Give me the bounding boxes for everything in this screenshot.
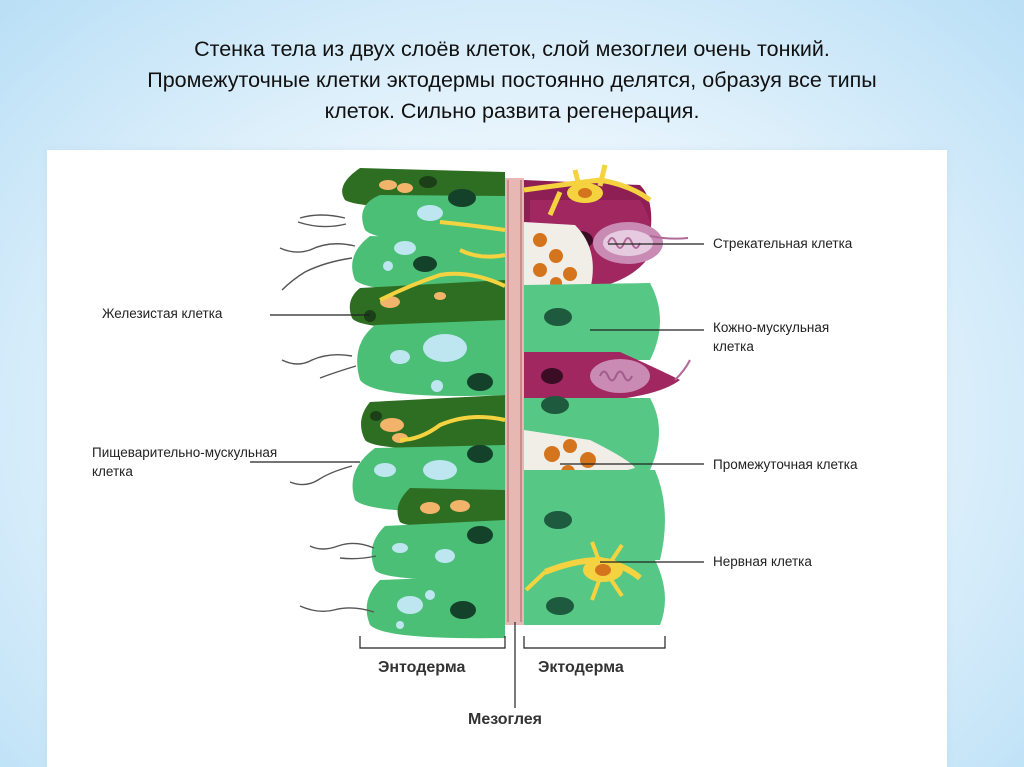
nucleus — [364, 310, 376, 322]
bracket-ectoderm — [524, 636, 665, 648]
label-endoderm: Энтодерма — [378, 659, 465, 677]
granule — [379, 180, 397, 190]
nucleus — [370, 411, 382, 421]
label-nerve-cell: Нервная клетка — [713, 552, 812, 571]
nucleus — [419, 176, 437, 188]
granule — [420, 502, 440, 514]
interstitial-nucleus — [580, 452, 596, 468]
digestive-cell-6 — [367, 575, 505, 638]
skin-muscle-nucleus-3 — [544, 511, 572, 529]
nucleus — [467, 526, 493, 544]
vacuole — [397, 596, 423, 614]
vacuole — [390, 350, 410, 364]
interstitial-nucleus — [563, 267, 577, 281]
stinging-nucleus-2 — [541, 368, 563, 384]
vacuole — [392, 543, 408, 553]
vacuole — [383, 261, 393, 271]
nucleus — [467, 373, 493, 391]
cnidocil-2 — [675, 360, 690, 380]
granule — [380, 418, 404, 432]
skin-muscle-cell — [524, 283, 660, 360]
vacuole — [425, 590, 435, 600]
nucleus — [450, 601, 476, 619]
skin-muscle-nucleus — [544, 308, 572, 326]
nucleus — [467, 445, 493, 463]
nucleus — [448, 189, 476, 207]
label-mesoglea: Мезоглея — [468, 711, 542, 729]
nematocyst-2 — [590, 359, 650, 393]
nematocyst-capsule — [603, 230, 653, 256]
interstitial-nucleus — [533, 233, 547, 247]
granule — [434, 292, 446, 300]
interstitial-nucleus — [544, 446, 560, 462]
mesoglea-strip — [505, 178, 524, 625]
interstitial-nucleus — [549, 249, 563, 263]
vacuole — [431, 380, 443, 392]
granule — [450, 500, 470, 512]
label-glandular-cell: Железистая клетка — [102, 304, 222, 323]
interstitial-nucleus — [563, 439, 577, 453]
vacuole — [435, 549, 455, 563]
vacuole — [394, 241, 416, 255]
granule — [397, 183, 413, 193]
ectoderm-layer — [524, 165, 690, 625]
vacuole — [423, 334, 467, 362]
label-skin-muscle-cell-2: клетка — [713, 337, 754, 356]
label-stinging-cell: Стрекательная клетка — [713, 234, 852, 253]
vacuole — [374, 463, 396, 477]
label-interstitial-cell: Промежуточная клетка — [713, 455, 857, 474]
label-digestive-muscle-cell-1: Пищеварительно-мускульная — [92, 443, 277, 462]
skin-muscle-nucleus-4 — [546, 597, 574, 615]
skin-muscle-nucleus-2 — [541, 396, 569, 414]
label-ectoderm: Эктодерма — [538, 659, 624, 677]
label-skin-muscle-cell-1: Кожно-мускульная — [713, 318, 829, 337]
vacuole — [417, 205, 443, 221]
vacuole — [423, 460, 457, 480]
vacuole — [396, 621, 404, 629]
interstitial-nucleus — [533, 263, 547, 277]
endoderm-layer — [280, 168, 505, 638]
nucleus — [413, 256, 437, 272]
label-digestive-muscle-cell-2: клетка — [92, 462, 133, 481]
